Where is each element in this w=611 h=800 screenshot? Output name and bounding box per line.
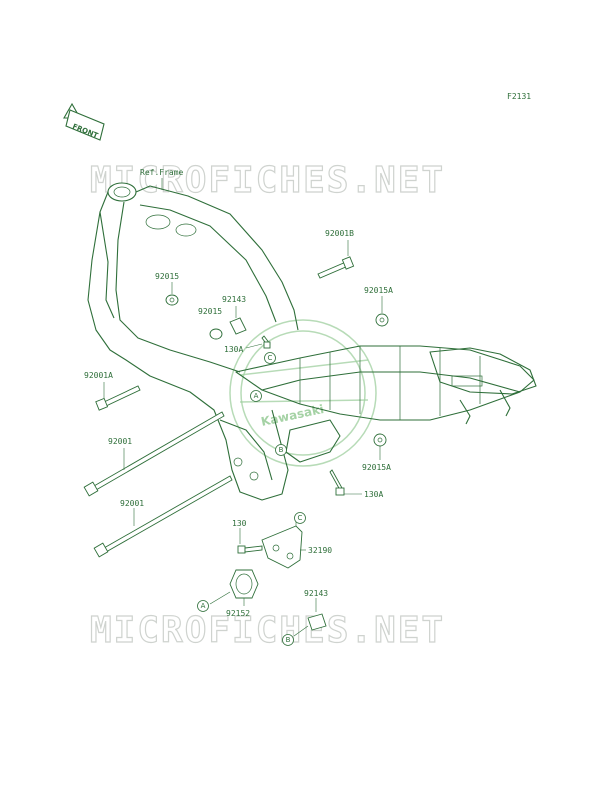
front-arrow-icon: FRONT (63, 102, 105, 141)
callout-a-frame: A (250, 390, 262, 402)
label-32190: 32190 (308, 546, 332, 555)
callout-b-bottom: B (282, 634, 294, 646)
label-130A-top: 130A (224, 345, 243, 354)
bolt-130A-top (261, 335, 271, 349)
collar-92015A-top (375, 313, 389, 327)
watermark-bottom: MICROFICHES.NET (90, 610, 445, 651)
label-130A-right: 130A (364, 490, 383, 499)
label-130: 130 (232, 519, 247, 528)
svg-text:A: A (201, 602, 206, 610)
spacer-92143-bottom (307, 613, 327, 631)
bolt-130 (237, 545, 263, 554)
bracket-32190 (261, 525, 303, 569)
svg-text:B: B (279, 446, 284, 454)
label-92015-mid: 92015 (198, 307, 222, 316)
label-92001B: 92001B (325, 229, 354, 238)
label-92015A-right: 92015A (362, 463, 391, 472)
watermark-top: MICROFICHES.NET (90, 160, 445, 201)
bolt-130A-right (329, 469, 345, 496)
callout-c-bracket: C (294, 512, 306, 524)
label-92015-left: 92015 (155, 272, 179, 281)
bushing-92152 (229, 569, 259, 599)
collar-92015-mid (209, 328, 223, 340)
label-92001A: 92001A (84, 371, 113, 380)
collar-92015-left (165, 294, 179, 306)
spacer-92143-top (229, 317, 247, 335)
figure-code: F2131 (507, 92, 531, 101)
label-92015A-top: 92015A (364, 286, 393, 295)
callout-b-frame: B (275, 444, 287, 456)
callout-a-bottom: A (197, 600, 209, 612)
long-bolt-92001-lower (93, 475, 233, 558)
collar-92015A-right (373, 433, 387, 447)
bolt-92001A (95, 385, 141, 411)
long-bolt-92001-upper (83, 411, 225, 497)
svg-text:A: A (254, 392, 259, 400)
label-92143-bottom: 92143 (304, 589, 328, 598)
label-92001-upper: 92001 (108, 437, 132, 446)
bolt-92001B (317, 256, 355, 279)
frame-assembly (87, 182, 537, 501)
logo-text: Kawasaki (260, 402, 325, 429)
ref-frame-label: Ref.Frame (140, 168, 184, 177)
label-92001-lower: 92001 (120, 499, 144, 508)
svg-text:B: B (286, 636, 291, 644)
label-92143-top: 92143 (222, 295, 246, 304)
callout-c-top: C (264, 352, 276, 364)
svg-text:C: C (268, 354, 273, 362)
label-92152: 92152 (226, 609, 250, 618)
svg-text:C: C (298, 514, 303, 522)
